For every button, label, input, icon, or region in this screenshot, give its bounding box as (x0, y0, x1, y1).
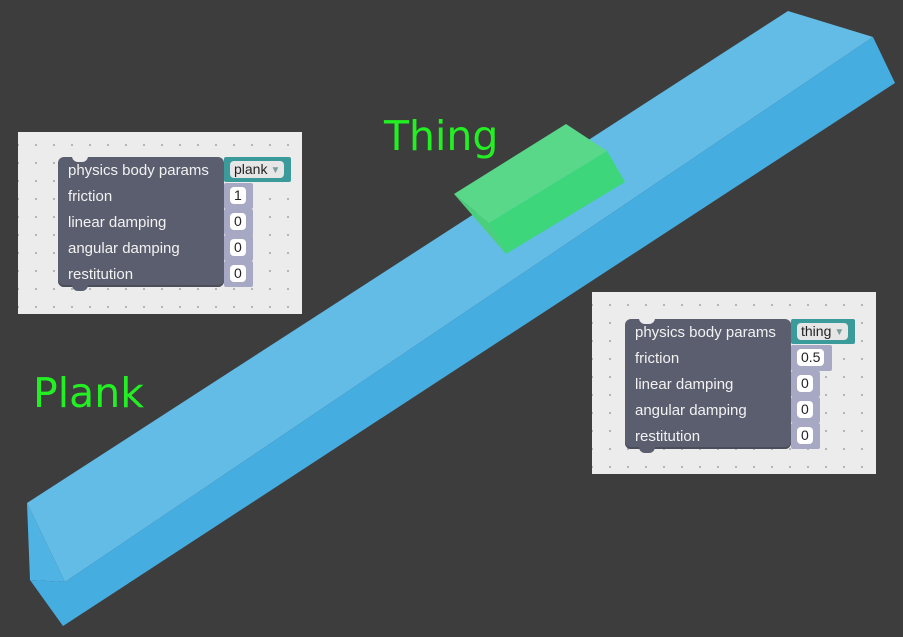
block-next-tab (72, 285, 88, 291)
thing-end-face (454, 194, 506, 254)
input-socket (218, 165, 228, 176)
linear-damping-row: linear damping (625, 371, 795, 397)
restitution-value-block[interactable]: 0 (791, 423, 820, 449)
friction-value-block[interactable]: 1 (224, 183, 253, 209)
body-dropdown-value: thing (801, 323, 832, 339)
input-socket (218, 243, 228, 254)
block-next-tab (639, 447, 655, 453)
restitution-row: restitution (58, 261, 228, 287)
plank-side-face (30, 37, 895, 626)
input-socket (785, 353, 795, 364)
thing-object[interactable] (454, 124, 625, 254)
thing-label: Thing (384, 112, 499, 160)
body-dropdown[interactable]: plank▼ (230, 161, 285, 178)
block-previous-notch (639, 318, 655, 324)
friction-row: friction (625, 345, 795, 371)
friction-label: friction (68, 187, 113, 205)
body-dropdown[interactable]: thing▼ (797, 323, 849, 340)
thing-top-face (454, 124, 607, 223)
thing-side-face (489, 151, 625, 254)
angular-damping-value-block[interactable]: 0 (224, 235, 253, 261)
body-dropdown-block[interactable]: thing▼ (791, 319, 855, 344)
input-socket (785, 405, 795, 416)
block-workspace-plank[interactable]: physics body params plank▼ friction 1 li… (18, 132, 302, 314)
block-body (58, 157, 224, 287)
input-socket (218, 217, 228, 228)
restitution-value-block[interactable]: 0 (224, 261, 253, 287)
linear-damping-label: linear damping (68, 213, 167, 231)
angular-damping-label: angular damping (635, 401, 747, 419)
plank-top-face (27, 11, 873, 582)
restitution-label: restitution (68, 265, 134, 283)
body-dropdown-value: plank (234, 161, 268, 177)
friction-label: friction (635, 349, 680, 367)
block-body (625, 319, 791, 449)
block-workspace-thing[interactable]: physics body params thing▼ friction 0.5 … (592, 292, 876, 474)
input-socket (218, 269, 228, 280)
dropdown-arrow-icon: ▼ (834, 327, 845, 338)
linear-damping-value[interactable]: 0 (797, 375, 813, 392)
linear-damping-value[interactable]: 0 (230, 213, 246, 230)
friction-value[interactable]: 0.5 (797, 349, 825, 366)
friction-value-block[interactable]: 0.5 (791, 345, 832, 371)
friction-value[interactable]: 1 (230, 187, 246, 204)
block-title-row: physics body params (625, 319, 795, 345)
input-socket (785, 379, 795, 390)
friction-row: friction (58, 183, 228, 209)
dropdown-arrow-icon: ▼ (270, 165, 281, 176)
linear-damping-row: linear damping (58, 209, 228, 235)
restitution-label: restitution (635, 427, 701, 445)
angular-damping-value[interactable]: 0 (230, 239, 246, 256)
plank-front-face (27, 503, 65, 582)
restitution-row: restitution (625, 423, 795, 449)
linear-damping-value-block[interactable]: 0 (791, 371, 820, 397)
input-socket (785, 431, 795, 442)
angular-damping-row: angular damping (625, 397, 795, 423)
block-title-row: physics body params (58, 157, 228, 183)
linear-damping-label: linear damping (635, 375, 734, 393)
angular-damping-value[interactable]: 0 (797, 401, 813, 418)
body-dropdown-block[interactable]: plank▼ (224, 157, 291, 182)
plank-object[interactable] (27, 11, 895, 626)
restitution-value[interactable]: 0 (230, 265, 246, 282)
angular-damping-label: angular damping (68, 239, 180, 257)
angular-damping-value-block[interactable]: 0 (791, 397, 820, 423)
block-title: physics body params (68, 161, 209, 179)
restitution-value[interactable]: 0 (797, 427, 813, 444)
block-title: physics body params (635, 323, 776, 341)
angular-damping-row: angular damping (58, 235, 228, 261)
linear-damping-value-block[interactable]: 0 (224, 209, 253, 235)
plank-label: Plank (33, 369, 144, 417)
input-socket (785, 327, 795, 338)
block-previous-notch (72, 156, 88, 162)
input-socket (218, 191, 228, 202)
